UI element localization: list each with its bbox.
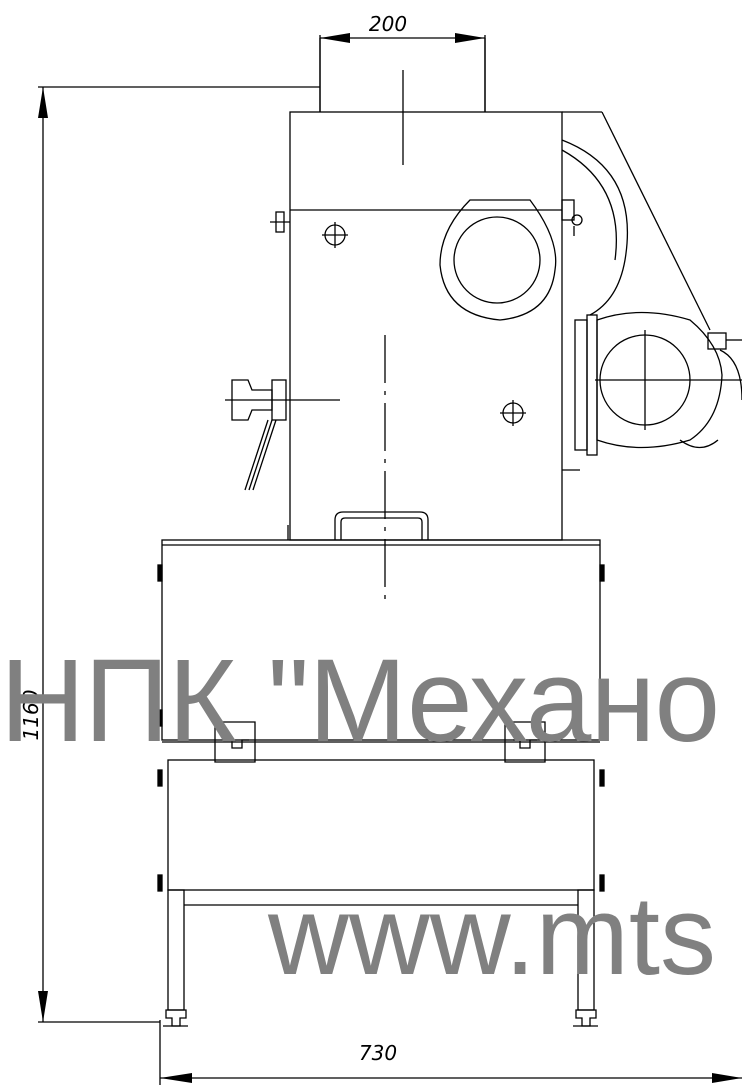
inspection-port [453,216,541,304]
dimension-top-width: 200 [319,12,486,112]
top-outlet [319,38,486,165]
dimension-bottom-width: 730 [159,1020,742,1085]
dimension-label-top: 200 [369,12,407,36]
fan-motor [561,111,742,471]
dimension-height: 1160 [19,86,320,1023]
lower-cabinet [157,539,605,892]
dimension-label-height: 1160 [19,690,43,741]
upper-housing [225,111,583,600]
dimension-label-bottom: 730 [359,1041,397,1065]
stand [163,889,598,1027]
